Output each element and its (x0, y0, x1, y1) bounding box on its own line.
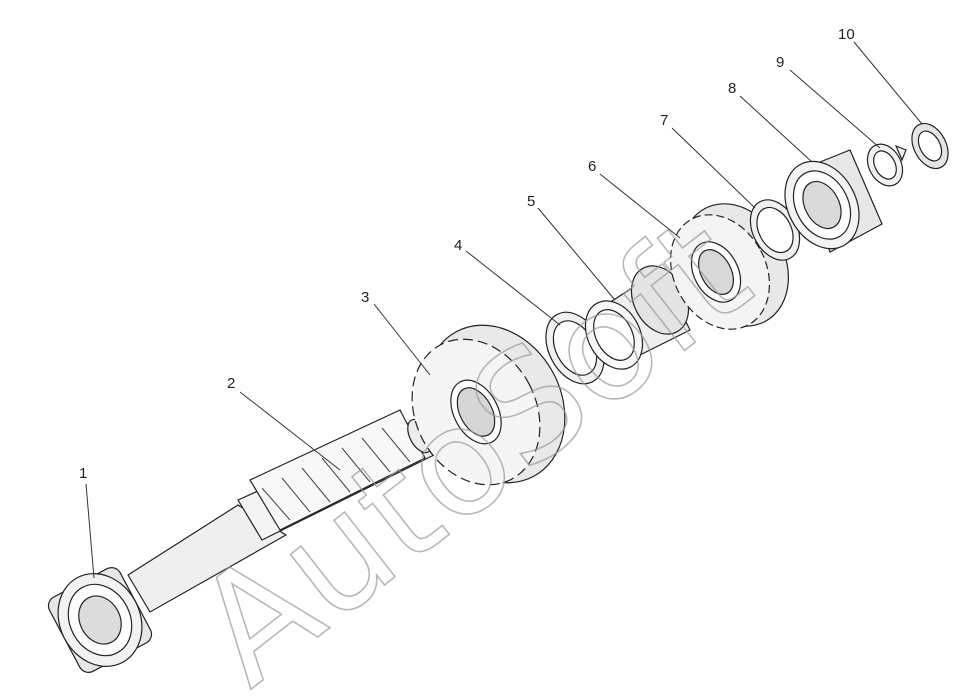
part-3-large-gear (411, 324, 566, 486)
part-7-washer (749, 199, 801, 261)
part-2-shaft (127, 409, 441, 613)
callout-3: 3 (361, 289, 369, 306)
watermark: AutoSoft (165, 185, 780, 696)
leader-2 (239, 391, 341, 471)
part-5-sleeve (584, 265, 691, 370)
callout-9: 9 (776, 54, 784, 71)
part-8-bearing (784, 149, 883, 253)
leader-6 (599, 173, 681, 239)
leader-5 (537, 207, 616, 301)
callout-6: 6 (588, 158, 596, 175)
callout-4: 4 (454, 237, 462, 254)
leader-3 (373, 303, 431, 376)
part-1-bearing (47, 567, 153, 673)
part-10-nut (911, 122, 949, 170)
leader-lines (85, 41, 923, 579)
callout-7: 7 (660, 112, 668, 129)
leader-9 (789, 69, 881, 149)
callout-labels: 1 2 3 4 5 6 7 8 9 10 (79, 26, 855, 482)
part-9-lock-washer (866, 143, 907, 187)
callout-10: 10 (838, 26, 855, 43)
leader-7 (671, 127, 756, 209)
callout-2: 2 (227, 375, 235, 392)
leader-10 (853, 41, 923, 125)
leader-4 (465, 250, 561, 326)
leader-1 (85, 483, 95, 579)
callout-8: 8 (728, 80, 736, 97)
callout-1: 1 (79, 465, 87, 482)
leader-8 (739, 95, 813, 163)
callout-5: 5 (527, 193, 535, 210)
